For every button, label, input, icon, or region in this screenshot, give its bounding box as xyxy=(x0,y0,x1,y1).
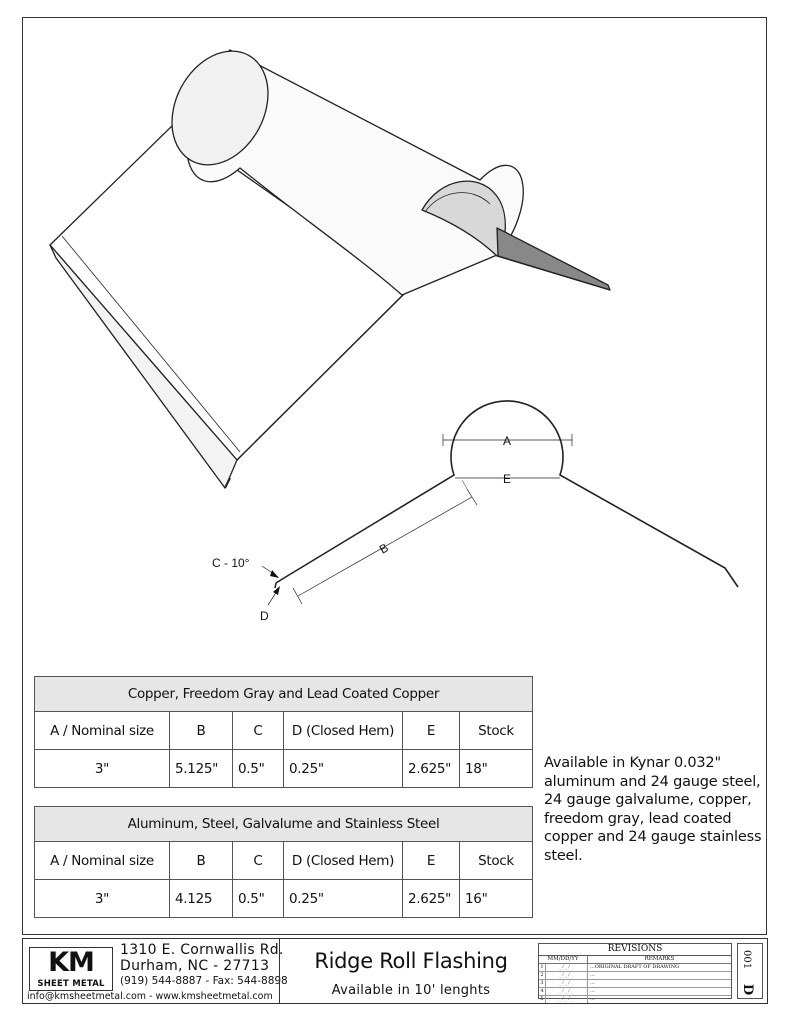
header-c: C xyxy=(232,841,284,880)
table-title: Copper, Freedom Gray and Lead Coated Cop… xyxy=(34,676,533,712)
sheet-letter: D xyxy=(740,983,756,996)
header-d: D (Closed Hem) xyxy=(283,711,403,750)
profile-view xyxy=(261,400,739,606)
cell-d: 0.25" xyxy=(283,879,403,918)
table-header-row: A / Nominal size B C D (Closed Hem) E St… xyxy=(34,841,533,880)
rev-remark: ... xyxy=(590,972,595,978)
header-d: D (Closed Hem) xyxy=(283,841,403,880)
label-c: C - 10° xyxy=(212,556,250,570)
address-line-2: Durham, NC - 27713 xyxy=(120,958,270,974)
rev-remark: ... xyxy=(590,980,595,986)
dim-b-line xyxy=(297,496,473,597)
header-b: B xyxy=(169,711,233,750)
header-b: B xyxy=(169,841,233,880)
sheet-number: 001 xyxy=(741,950,752,970)
rev-date: _/_/_ xyxy=(546,996,588,1003)
roll-end-left xyxy=(171,50,269,166)
table-row: 3" 5.125" 0.5" 0.25" 2.625" 18" xyxy=(34,749,533,788)
revision-row: 4_/_/_... xyxy=(539,988,731,996)
drawing-frame xyxy=(22,17,767,935)
col-date: MM/DD/YY xyxy=(539,956,588,963)
logo-mark: KM xyxy=(48,947,95,978)
availability-note: Available in Kynar 0.032" aluminum and 2… xyxy=(544,755,762,864)
table-row: 3" 4.125 0.5" 0.25" 2.625" 16" xyxy=(34,879,533,918)
revision-row: 2_/_/_... xyxy=(539,972,731,980)
label-a: A xyxy=(503,434,511,448)
km-logo: KM SHEET METAL xyxy=(29,947,113,991)
email-website: info@kmsheetmetal.com - www.kmsheetmetal… xyxy=(27,991,273,1002)
cell-c: 0.5" xyxy=(232,749,284,788)
divider xyxy=(279,939,280,1003)
revision-row: 1_/_/_...ORIGINAL DRAFT OF DRAWING xyxy=(539,964,731,972)
col-remarks: REMARKS xyxy=(644,956,675,962)
rev-num: 3 xyxy=(539,980,546,987)
right-flange xyxy=(496,227,611,291)
rev-num: 2 xyxy=(539,972,546,979)
rev-num: 4 xyxy=(539,988,546,995)
label-b: B xyxy=(377,540,391,556)
drawing-title: Ridge Roll Flashing xyxy=(314,949,508,973)
cell-c: 0.5" xyxy=(232,879,284,918)
cell-b: 4.125 xyxy=(169,879,233,918)
cell-d: 0.25" xyxy=(283,749,403,788)
logo-text: SHEET METAL xyxy=(37,979,105,989)
revisions-table: REVISIONS MM/DD/YY REMARKS 1_/_/_...ORIG… xyxy=(538,943,732,1003)
table-header-row: A / Nominal size B C D (Closed Hem) E St… xyxy=(34,711,533,750)
rev-date: _/_/_ xyxy=(546,988,588,995)
cell-stock: 16" xyxy=(459,879,533,918)
cell-stock: 18" xyxy=(459,749,533,788)
cell-a: 3" xyxy=(34,749,170,788)
header-e: E xyxy=(402,711,460,750)
revisions-heading: REVISIONS xyxy=(539,944,731,956)
rev-remark: ... xyxy=(590,988,595,994)
header-a: A / Nominal size xyxy=(34,711,170,750)
rev-num: 5 xyxy=(539,996,546,1003)
header-stock: Stock xyxy=(459,711,533,750)
company-address: 1310 E. Cornwallis Rd. Durham, NC - 2771… xyxy=(120,942,288,988)
cell-b: 5.125" xyxy=(169,749,233,788)
isometric-view xyxy=(49,49,611,489)
header-c: C xyxy=(232,711,284,750)
spec-table-copper: Copper, Freedom Gray and Lead Coated Cop… xyxy=(34,676,533,788)
profile-line xyxy=(275,400,739,588)
label-d: D xyxy=(260,609,269,623)
rev-num: 1 xyxy=(539,964,546,971)
cell-e: 2.625" xyxy=(402,749,460,788)
label-e: E xyxy=(503,472,511,486)
address-line-1: 1310 E. Cornwallis Rd. xyxy=(120,942,284,958)
cell-e: 2.625" xyxy=(402,879,460,918)
roll-end-right xyxy=(421,180,506,257)
drawing-subtitle: Available in 10' lenghts xyxy=(331,983,491,998)
rev-remark: ... xyxy=(590,996,595,1002)
sheet-id: 001 D xyxy=(737,943,763,999)
rev-remark: ...ORIGINAL DRAFT OF DRAWING xyxy=(590,964,680,970)
rev-date: _/_/_ xyxy=(546,972,588,979)
rev-date: _/_/_ xyxy=(546,964,588,971)
header-a: A / Nominal size xyxy=(34,841,170,880)
revision-row: 3_/_/_... xyxy=(539,980,731,988)
header-e: E xyxy=(402,841,460,880)
spec-table-aluminum: Aluminum, Steel, Galvalume and Stainless… xyxy=(34,806,533,918)
title-block: KM SHEET METAL 1310 E. Cornwallis Rd. Du… xyxy=(22,938,768,1004)
phone-fax: (919) 544-8887 - Fax: 544-8898 xyxy=(120,975,288,987)
rev-date: _/_/_ xyxy=(546,980,588,987)
table-title: Aluminum, Steel, Galvalume and Stainless… xyxy=(34,806,533,842)
cell-a: 3" xyxy=(34,879,170,918)
revisions-columns: MM/DD/YY REMARKS xyxy=(539,956,731,964)
header-stock: Stock xyxy=(459,841,533,880)
revision-row: 5_/_/_... xyxy=(539,996,731,1003)
